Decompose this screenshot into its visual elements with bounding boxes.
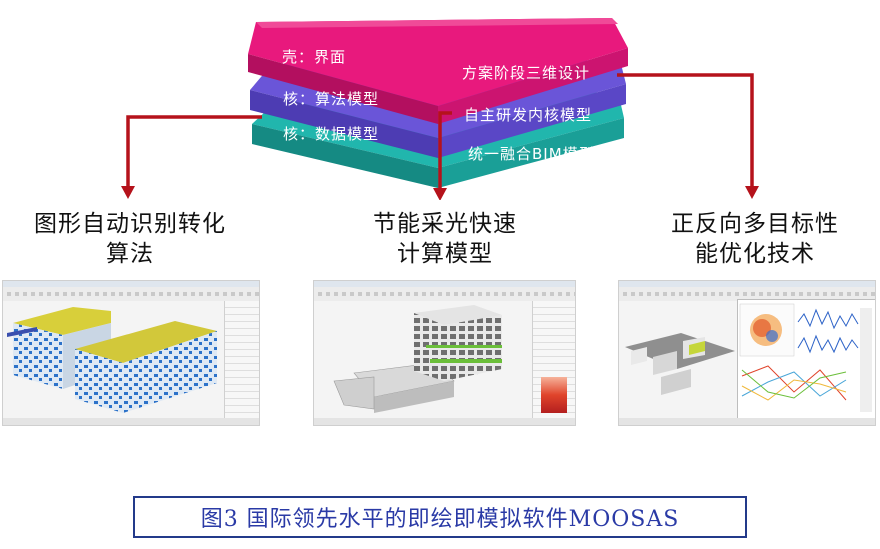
data-left-label: 核：数据模型 <box>283 125 380 143</box>
software-screenshot-1 <box>2 280 260 426</box>
shell-right-label: 方案阶段三维设计 <box>462 64 591 82</box>
heading-column-3-line1: 正反向多目标性 <box>671 211 839 237</box>
arrow-right <box>617 73 754 188</box>
urban-block-graphic <box>625 333 735 395</box>
heading-column-2-line2: 计算模型 <box>397 241 493 267</box>
arrowhead-left <box>121 186 135 199</box>
heading-column-2-line1: 节能采光快速 <box>373 211 517 237</box>
color-legend <box>541 377 567 413</box>
heading-column-3: 正反向多目标性 能优化技术 <box>640 209 870 269</box>
heading-column-3-line2: 能优化技术 <box>695 241 815 267</box>
optimization-dialog <box>737 299 875 423</box>
layer-shell-interface <box>248 18 628 124</box>
heading-column-1: 图形自动识别转化 算法 <box>15 209 245 269</box>
arrowhead-center <box>433 188 447 200</box>
daylighting-model-graphic <box>333 305 502 413</box>
software-screenshot-2 <box>313 280 576 426</box>
heading-column-1-line2: 算法 <box>106 241 154 267</box>
arrowhead-right <box>745 186 759 199</box>
software-screenshot-3 <box>618 280 876 426</box>
figure-caption: 图3 国际领先水平的即绘即模拟软件MOOSAS <box>133 496 747 538</box>
optimization-charts-graphic <box>739 303 872 412</box>
algo-right-label: 自主研发内核模型 <box>464 106 593 124</box>
heading-column-1-line1: 图形自动识别转化 <box>34 211 226 237</box>
building-model-graphic <box>7 307 217 413</box>
arrow-left <box>126 115 262 188</box>
heading-column-2: 节能采光快速 计算模型 <box>330 209 560 269</box>
data-right-label: 统一融合BIM模型 <box>468 145 595 163</box>
layer-stack-diagram <box>121 18 759 200</box>
algo-left-label: 核：算法模型 <box>283 90 380 108</box>
arrow-center <box>438 111 452 190</box>
shell-left-label: 壳：界面 <box>282 48 347 66</box>
